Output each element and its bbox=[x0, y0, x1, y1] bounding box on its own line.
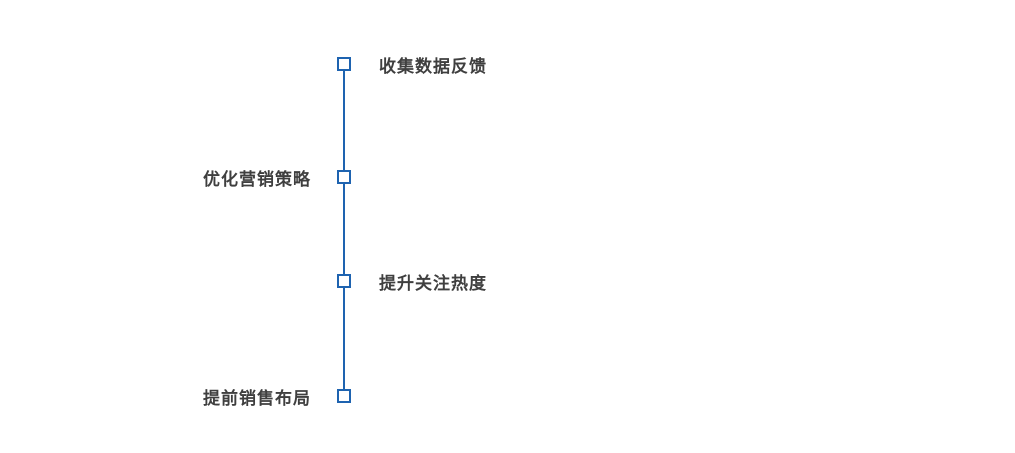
timeline-line bbox=[343, 64, 345, 396]
node-label: 提升关注热度 bbox=[379, 273, 487, 293]
node-label: 优化营销策略 bbox=[203, 169, 311, 189]
node-label: 提前销售布局 bbox=[203, 388, 311, 408]
node-marker-square bbox=[337, 274, 351, 288]
node-marker-square bbox=[337, 57, 351, 71]
timeline-node-2: 优化营销策略 bbox=[203, 166, 351, 189]
timeline-node-3: 提升关注热度 bbox=[337, 270, 487, 293]
timeline-node-1: 收集数据反馈 bbox=[337, 53, 487, 76]
node-label: 收集数据反馈 bbox=[379, 56, 487, 76]
timeline-node-4: 提前销售布局 bbox=[203, 385, 351, 408]
node-marker-square bbox=[337, 389, 351, 403]
node-marker-square bbox=[337, 170, 351, 184]
